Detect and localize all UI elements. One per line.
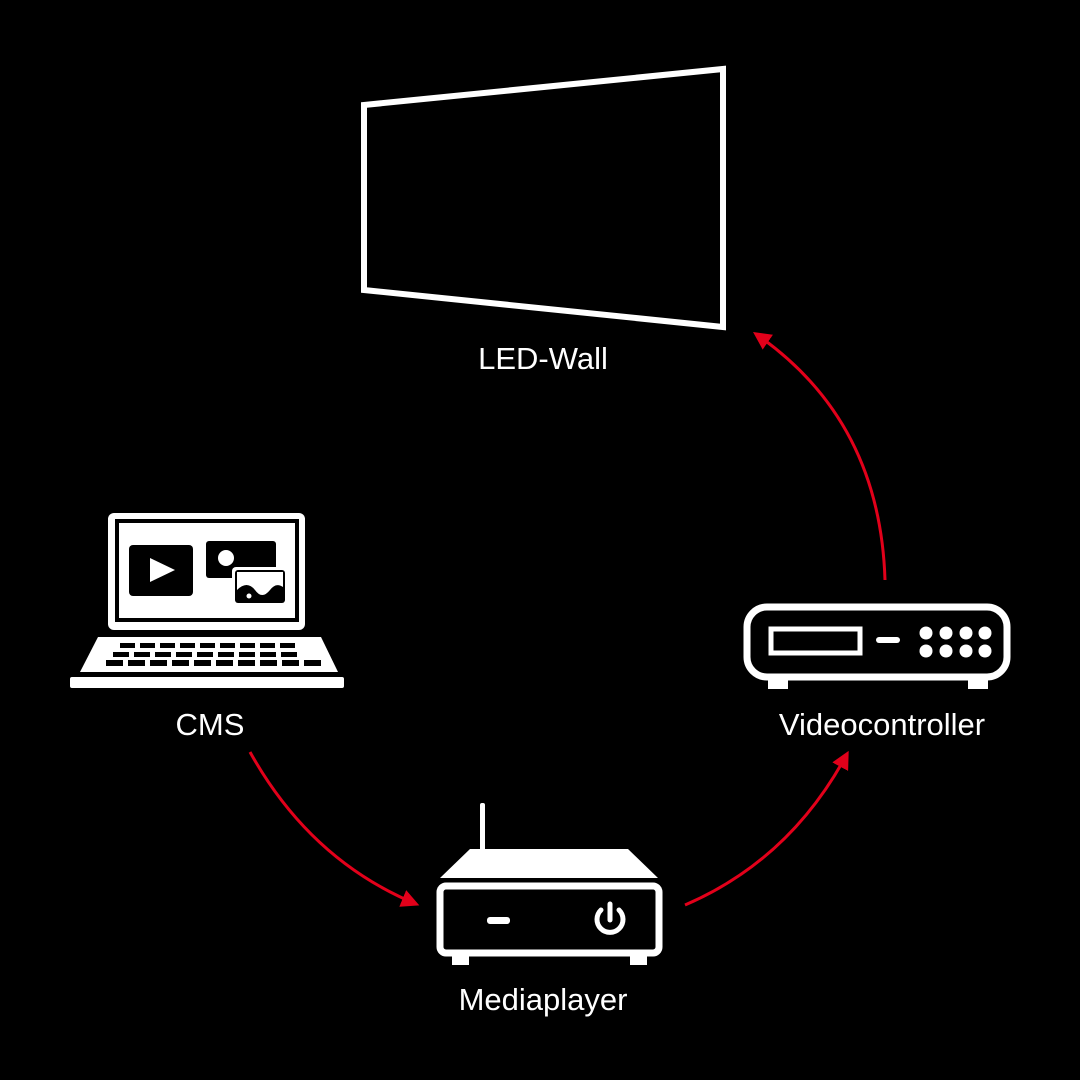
- cms-label: CMS: [176, 707, 245, 742]
- led-wall-label: LED-Wall: [478, 341, 608, 376]
- videocontroller-label: Videocontroller: [779, 707, 985, 742]
- arrow-cms-to-mediaplayer: [248, 751, 420, 907]
- videocontroller-icon: [743, 603, 1011, 689]
- laptop-icon: [70, 513, 344, 688]
- mediaplayer-icon: [436, 803, 663, 965]
- led-wall-icon: [361, 65, 726, 331]
- arrow-mediaplayer-to-videocontroller: [684, 750, 849, 907]
- arrow-videocontroller-to-led-wall: [753, 331, 887, 581]
- mediaplayer-label: Mediaplayer: [459, 982, 628, 1017]
